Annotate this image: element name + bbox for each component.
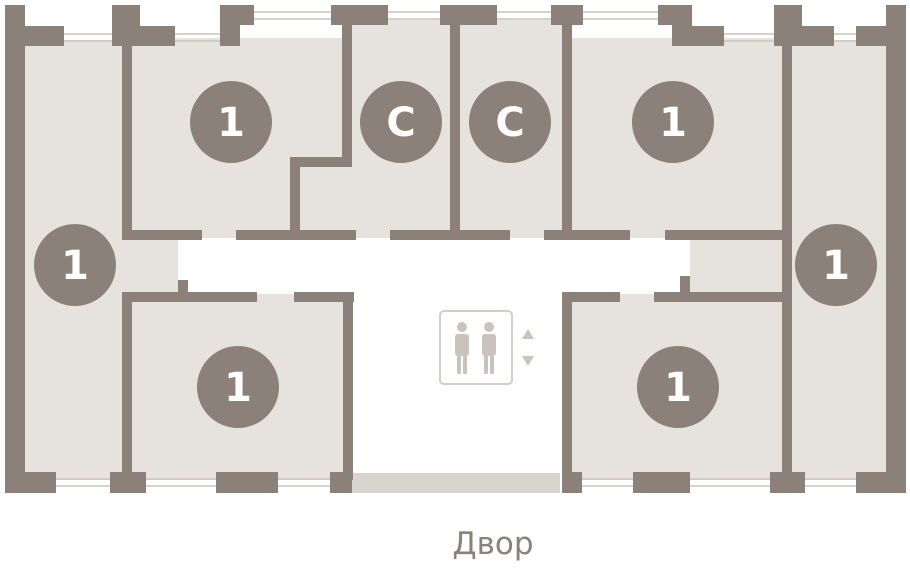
unit-label: 1: [659, 100, 687, 146]
unit-badge-bottom-left[interactable]: 1: [197, 346, 279, 428]
unit-badge-side-right[interactable]: 1: [795, 224, 877, 306]
unit-badge-top-right[interactable]: 1: [632, 81, 714, 163]
unit-label: 1: [224, 365, 252, 411]
floor-corridor-right-ext: [690, 238, 790, 294]
up-down-arrows-icon: [522, 329, 534, 366]
unit-label: 1: [217, 100, 245, 146]
unit-badge-top-left[interactable]: 1: [190, 81, 272, 163]
courtyard-label: Двор: [452, 526, 534, 562]
unit-badge-side-left[interactable]: 1: [34, 224, 116, 306]
elevator-people-icon: [439, 310, 513, 385]
unit-label: С: [495, 100, 524, 146]
unit-label: 1: [822, 243, 850, 289]
floor-corridor-left-ext: [128, 238, 178, 294]
unit-label: 1: [61, 243, 89, 289]
unit-label: С: [386, 100, 415, 146]
courtyard-entrance-strip: [352, 473, 560, 493]
unit-label: 1: [664, 365, 692, 411]
unit-badge-studio-left[interactable]: С: [360, 81, 442, 163]
unit-badge-studio-right[interactable]: С: [469, 81, 551, 163]
walls: [5, 5, 906, 493]
unit-badge-bottom-right[interactable]: 1: [637, 346, 719, 428]
